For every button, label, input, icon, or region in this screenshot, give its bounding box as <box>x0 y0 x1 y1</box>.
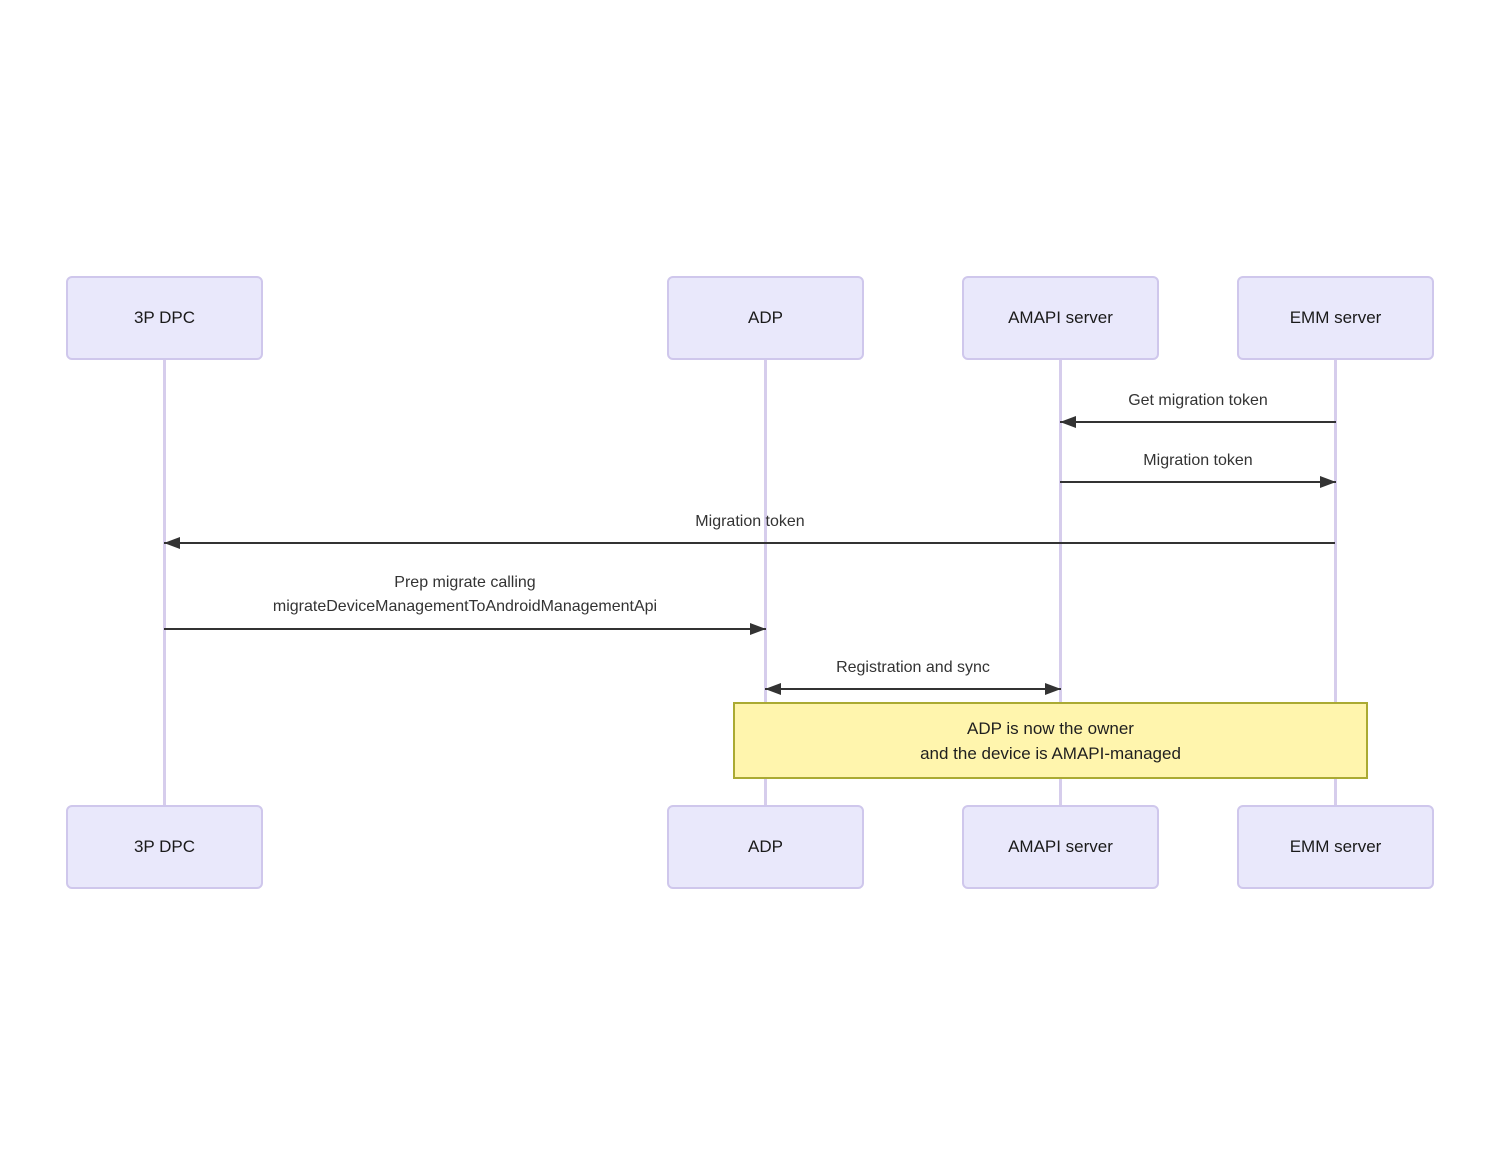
arrowhead-right-icon <box>750 623 766 635</box>
message-arrow-4 <box>164 623 766 635</box>
actor-label: 3P DPC <box>133 308 196 327</box>
actor-emm-server-bottom: EMM server <box>1237 805 1434 889</box>
message-arrow-5 <box>765 683 1061 695</box>
note-adp-owner: ADP is now the owner and the device is A… <box>733 702 1368 779</box>
message-arrow-2 <box>1060 476 1336 488</box>
message-label-registration-and-sync: Registration and sync <box>836 659 990 676</box>
message-arrow-1 <box>1060 416 1336 428</box>
message-label-migration-token: Migration token <box>1143 452 1253 469</box>
arrowhead-left-icon <box>1060 416 1076 428</box>
actor-3p-dpc-top: 3P DPC <box>66 276 263 360</box>
actor-label: ADP <box>748 308 783 327</box>
arrowhead-right-icon <box>1320 476 1336 488</box>
arrowhead-left-icon <box>765 683 781 695</box>
actor-label: AMAPI server <box>1008 837 1113 856</box>
message-label-migration-token-long: Migration token <box>695 513 805 530</box>
lifeline-3p-dpc <box>163 360 166 807</box>
arrowhead-left-icon <box>164 537 180 549</box>
message-label-get-migration-token: Get migration token <box>1128 392 1268 409</box>
message-arrow-3 <box>164 537 1335 549</box>
message-label-line-1: Prep migrate calling <box>394 574 536 591</box>
actor-label: EMM server <box>1289 837 1382 856</box>
actor-label: 3P DPC <box>133 837 196 856</box>
lifeline-amapi-server <box>1059 360 1062 807</box>
actor-amapi-server-bottom: AMAPI server <box>962 805 1159 889</box>
actor-3p-dpc-bottom: 3P DPC <box>66 805 263 889</box>
lifeline-adp <box>764 360 767 807</box>
actor-label: AMAPI server <box>1008 308 1113 327</box>
actor-amapi-server-top: AMAPI server <box>962 276 1159 360</box>
actor-label: ADP <box>748 837 783 856</box>
note-line-2: and the device is AMAPI-managed <box>920 743 1181 763</box>
arrowhead-right-icon <box>1045 683 1061 695</box>
message-label-prep-migrate: Prep migrate calling migrateDeviceManage… <box>273 571 657 619</box>
actor-adp-bottom: ADP <box>667 805 864 889</box>
message-label-line-2: migrateDeviceManagementToAndroidManageme… <box>272 598 658 615</box>
actor-adp-top: ADP <box>667 276 864 360</box>
note-line-1: ADP is now the owner <box>967 718 1134 738</box>
actor-label: EMM server <box>1289 308 1382 327</box>
lifeline-emm-server <box>1334 360 1337 807</box>
actor-emm-server-top: EMM server <box>1237 276 1434 360</box>
